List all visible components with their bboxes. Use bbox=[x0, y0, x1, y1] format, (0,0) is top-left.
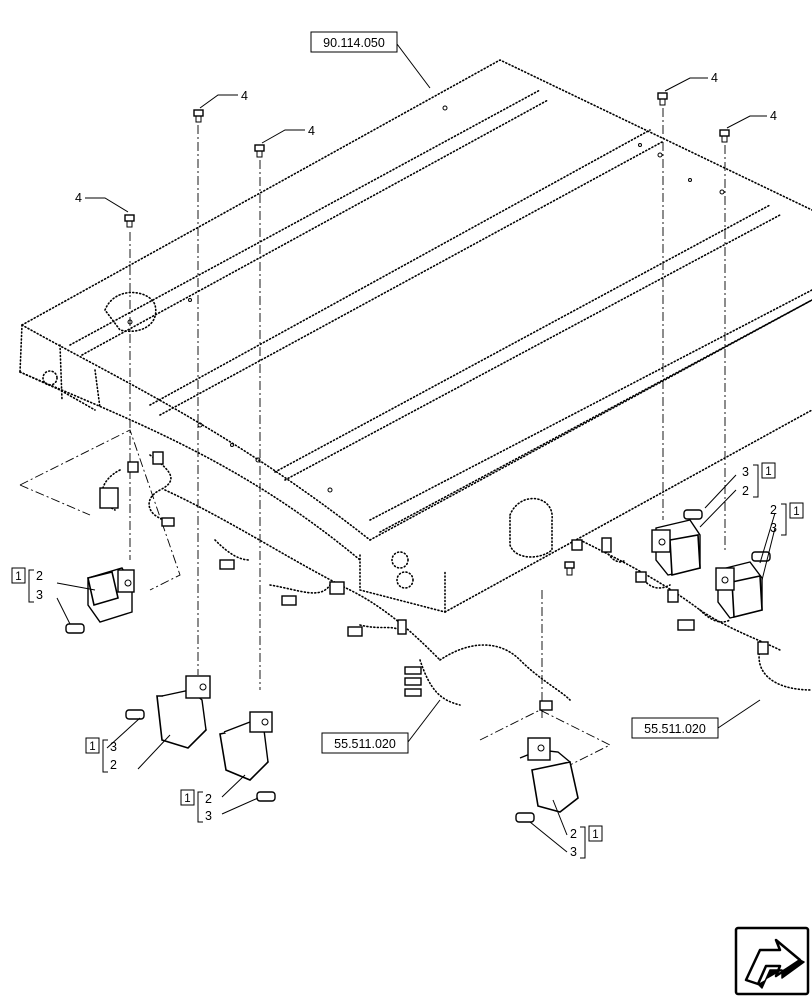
lamp-f bbox=[715, 561, 763, 619]
lamp-a bbox=[87, 567, 135, 623]
callout-group-f: 2 3 1 bbox=[770, 502, 804, 536]
bolt-5 bbox=[719, 129, 730, 143]
bulb-c bbox=[256, 791, 276, 802]
lamp-e bbox=[651, 519, 701, 577]
callout-3: 3 bbox=[110, 740, 117, 754]
bolts bbox=[124, 92, 730, 576]
callout-group-b: 1 3 2 bbox=[85, 737, 117, 773]
callout-group-c: 1 2 3 bbox=[180, 789, 212, 823]
callout-4: 4 bbox=[241, 89, 248, 103]
canopy-roof bbox=[19, 59, 812, 613]
wiring-harness bbox=[99, 451, 812, 711]
bolt-6 bbox=[564, 561, 575, 576]
bolt-2 bbox=[254, 144, 265, 158]
assembly-lines bbox=[19, 108, 726, 776]
callout-3: 3 bbox=[770, 521, 777, 535]
callout-4: 4 bbox=[711, 71, 718, 85]
callout-1: 1 bbox=[15, 571, 21, 583]
lamp-c bbox=[219, 711, 273, 781]
callout-1: 1 bbox=[89, 741, 95, 753]
bulb-d bbox=[515, 812, 535, 823]
callout-1: 1 bbox=[184, 793, 190, 805]
callout-1: 1 bbox=[765, 466, 771, 478]
callout-group-a: 1 2 3 bbox=[11, 567, 43, 603]
arrow-next-icon[interactable] bbox=[734, 926, 810, 996]
callout-2: 2 bbox=[770, 503, 777, 517]
ref-canopy-label: 90.114.050 bbox=[323, 36, 385, 50]
callout-2: 2 bbox=[570, 827, 577, 841]
callout-2: 2 bbox=[110, 758, 117, 772]
lamp-b bbox=[156, 675, 211, 749]
callout-4: 4 bbox=[75, 191, 82, 205]
callout-2: 2 bbox=[742, 484, 749, 498]
callout-group-d: 2 3 1 bbox=[570, 825, 603, 859]
harness-connectors bbox=[99, 451, 769, 711]
callout-2: 2 bbox=[205, 792, 212, 806]
ref-box-harness-left[interactable]: 55.511.020 bbox=[321, 732, 409, 754]
callout-1: 1 bbox=[592, 829, 598, 841]
lamp-d bbox=[519, 737, 579, 813]
bulb-a bbox=[65, 623, 85, 634]
ref-box-canopy[interactable]: 90.114.050 bbox=[310, 31, 398, 53]
bolt-1 bbox=[193, 109, 204, 123]
leader-lines bbox=[56, 43, 776, 853]
callout-3: 3 bbox=[205, 809, 212, 823]
ref-box-harness-right[interactable]: 55.511.020 bbox=[631, 717, 719, 739]
callout-1: 1 bbox=[793, 506, 799, 518]
bulb-e bbox=[683, 509, 703, 520]
callout-2: 2 bbox=[36, 569, 43, 583]
ref-harness-right-label: 55.511.020 bbox=[644, 722, 706, 736]
bolt-4 bbox=[657, 92, 668, 106]
callout-group-e: 3 2 1 bbox=[742, 462, 776, 498]
bolt-3 bbox=[124, 214, 135, 228]
bulb-b bbox=[125, 709, 145, 720]
callout-4: 4 bbox=[308, 124, 315, 138]
callout-3: 3 bbox=[742, 465, 749, 479]
ref-harness-left-label: 55.511.020 bbox=[334, 737, 396, 751]
callout-3: 3 bbox=[36, 588, 43, 602]
callout-4: 4 bbox=[770, 109, 777, 123]
callout-3: 3 bbox=[570, 845, 577, 859]
